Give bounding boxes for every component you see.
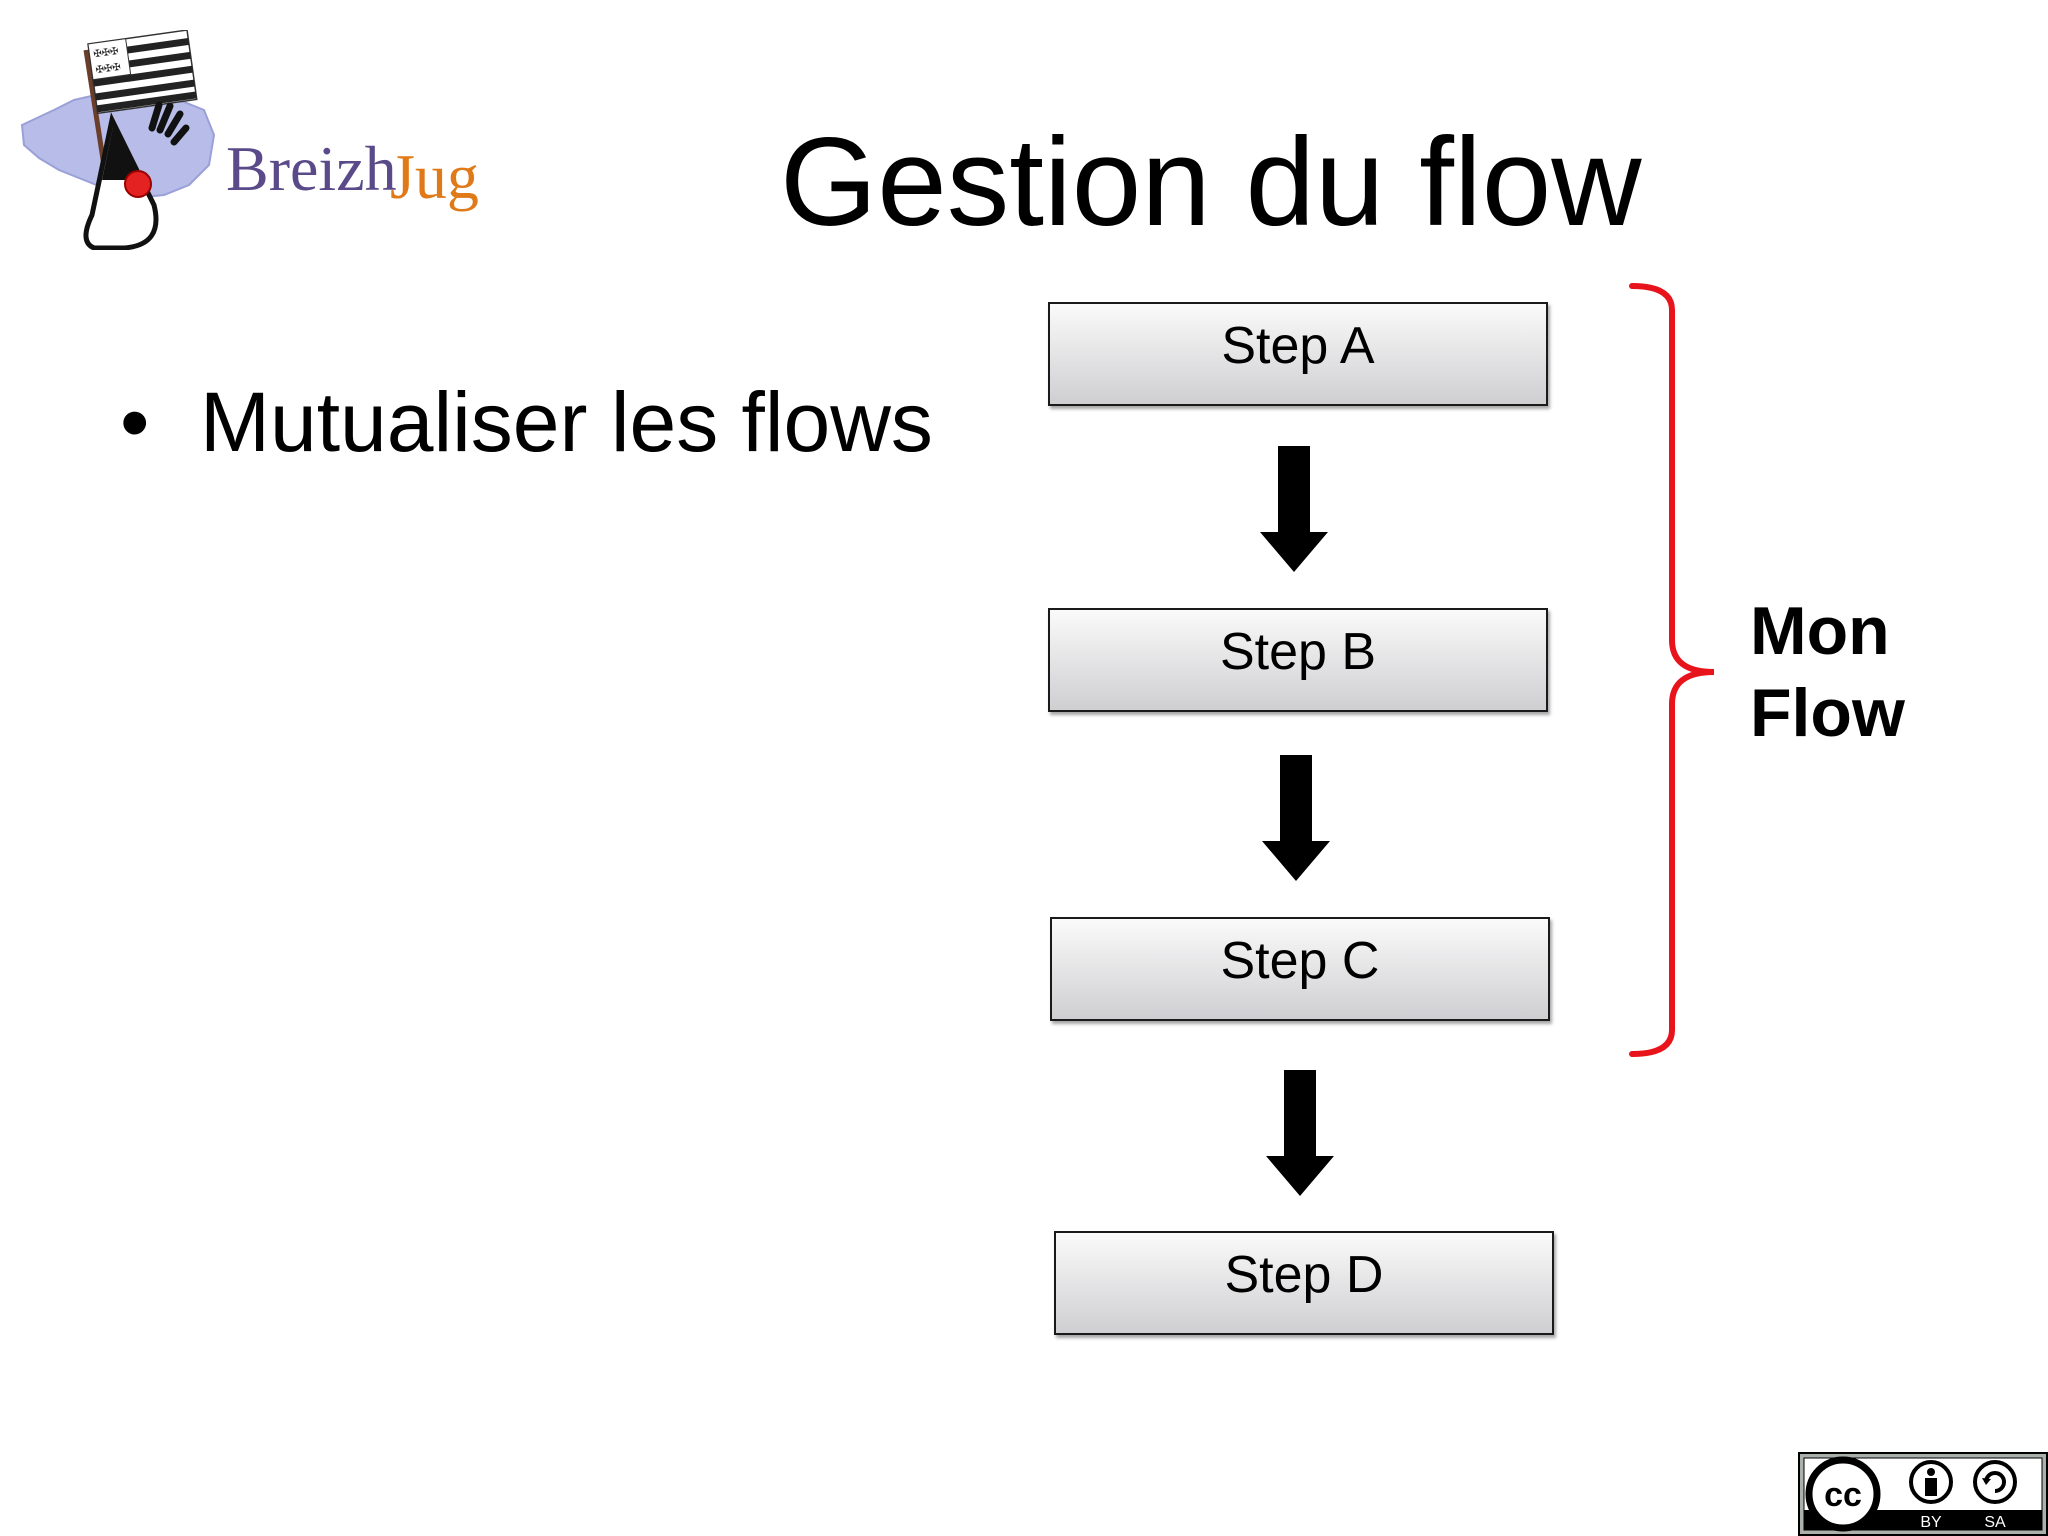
slide-title: Gestion du flow [780,113,1642,252]
arrow-down-icon [1260,446,1328,572]
bullet-item: •Mutualiser les flows [120,380,933,464]
group-label-line2: Flow [1750,675,1905,751]
step-a-box: Step A [1048,302,1548,406]
step-d-label: Step D [1224,1246,1384,1304]
bullet-text: Mutualiser les flows [200,375,933,469]
svg-text:✠✠✠: ✠✠✠ [93,46,119,60]
step-a-label: Step A [1221,317,1375,375]
cc-by-text: BY [1920,1514,1942,1531]
group-label: Mon Flow [1750,590,1905,754]
step-c-label: Step C [1220,932,1380,990]
bullet-marker: • [120,375,150,469]
step-b-box: Step B [1048,608,1548,712]
cc-sa-text: SA [1984,1514,2006,1531]
curly-brace-icon [1629,283,1715,1057]
step-d-box: Step D [1054,1231,1554,1335]
cc-text: cc [1824,1476,1862,1514]
step-b-label: Step B [1219,623,1377,681]
cc-by-sa-badge: cc BY SA [1798,1452,2048,1536]
logo-text-breizh: Breizh [226,133,397,204]
step-c-box: Step C [1050,917,1550,1021]
svg-text:✠✠✠: ✠✠✠ [95,62,121,76]
logo-text-jug: Jug [390,141,479,212]
group-label-line1: Mon [1750,593,1890,669]
breizhjug-logo: ✠✠✠ ✠✠✠ Breizh Jug [20,30,479,250]
arrow-down-icon [1262,755,1330,881]
arrow-down-icon [1266,1070,1334,1196]
